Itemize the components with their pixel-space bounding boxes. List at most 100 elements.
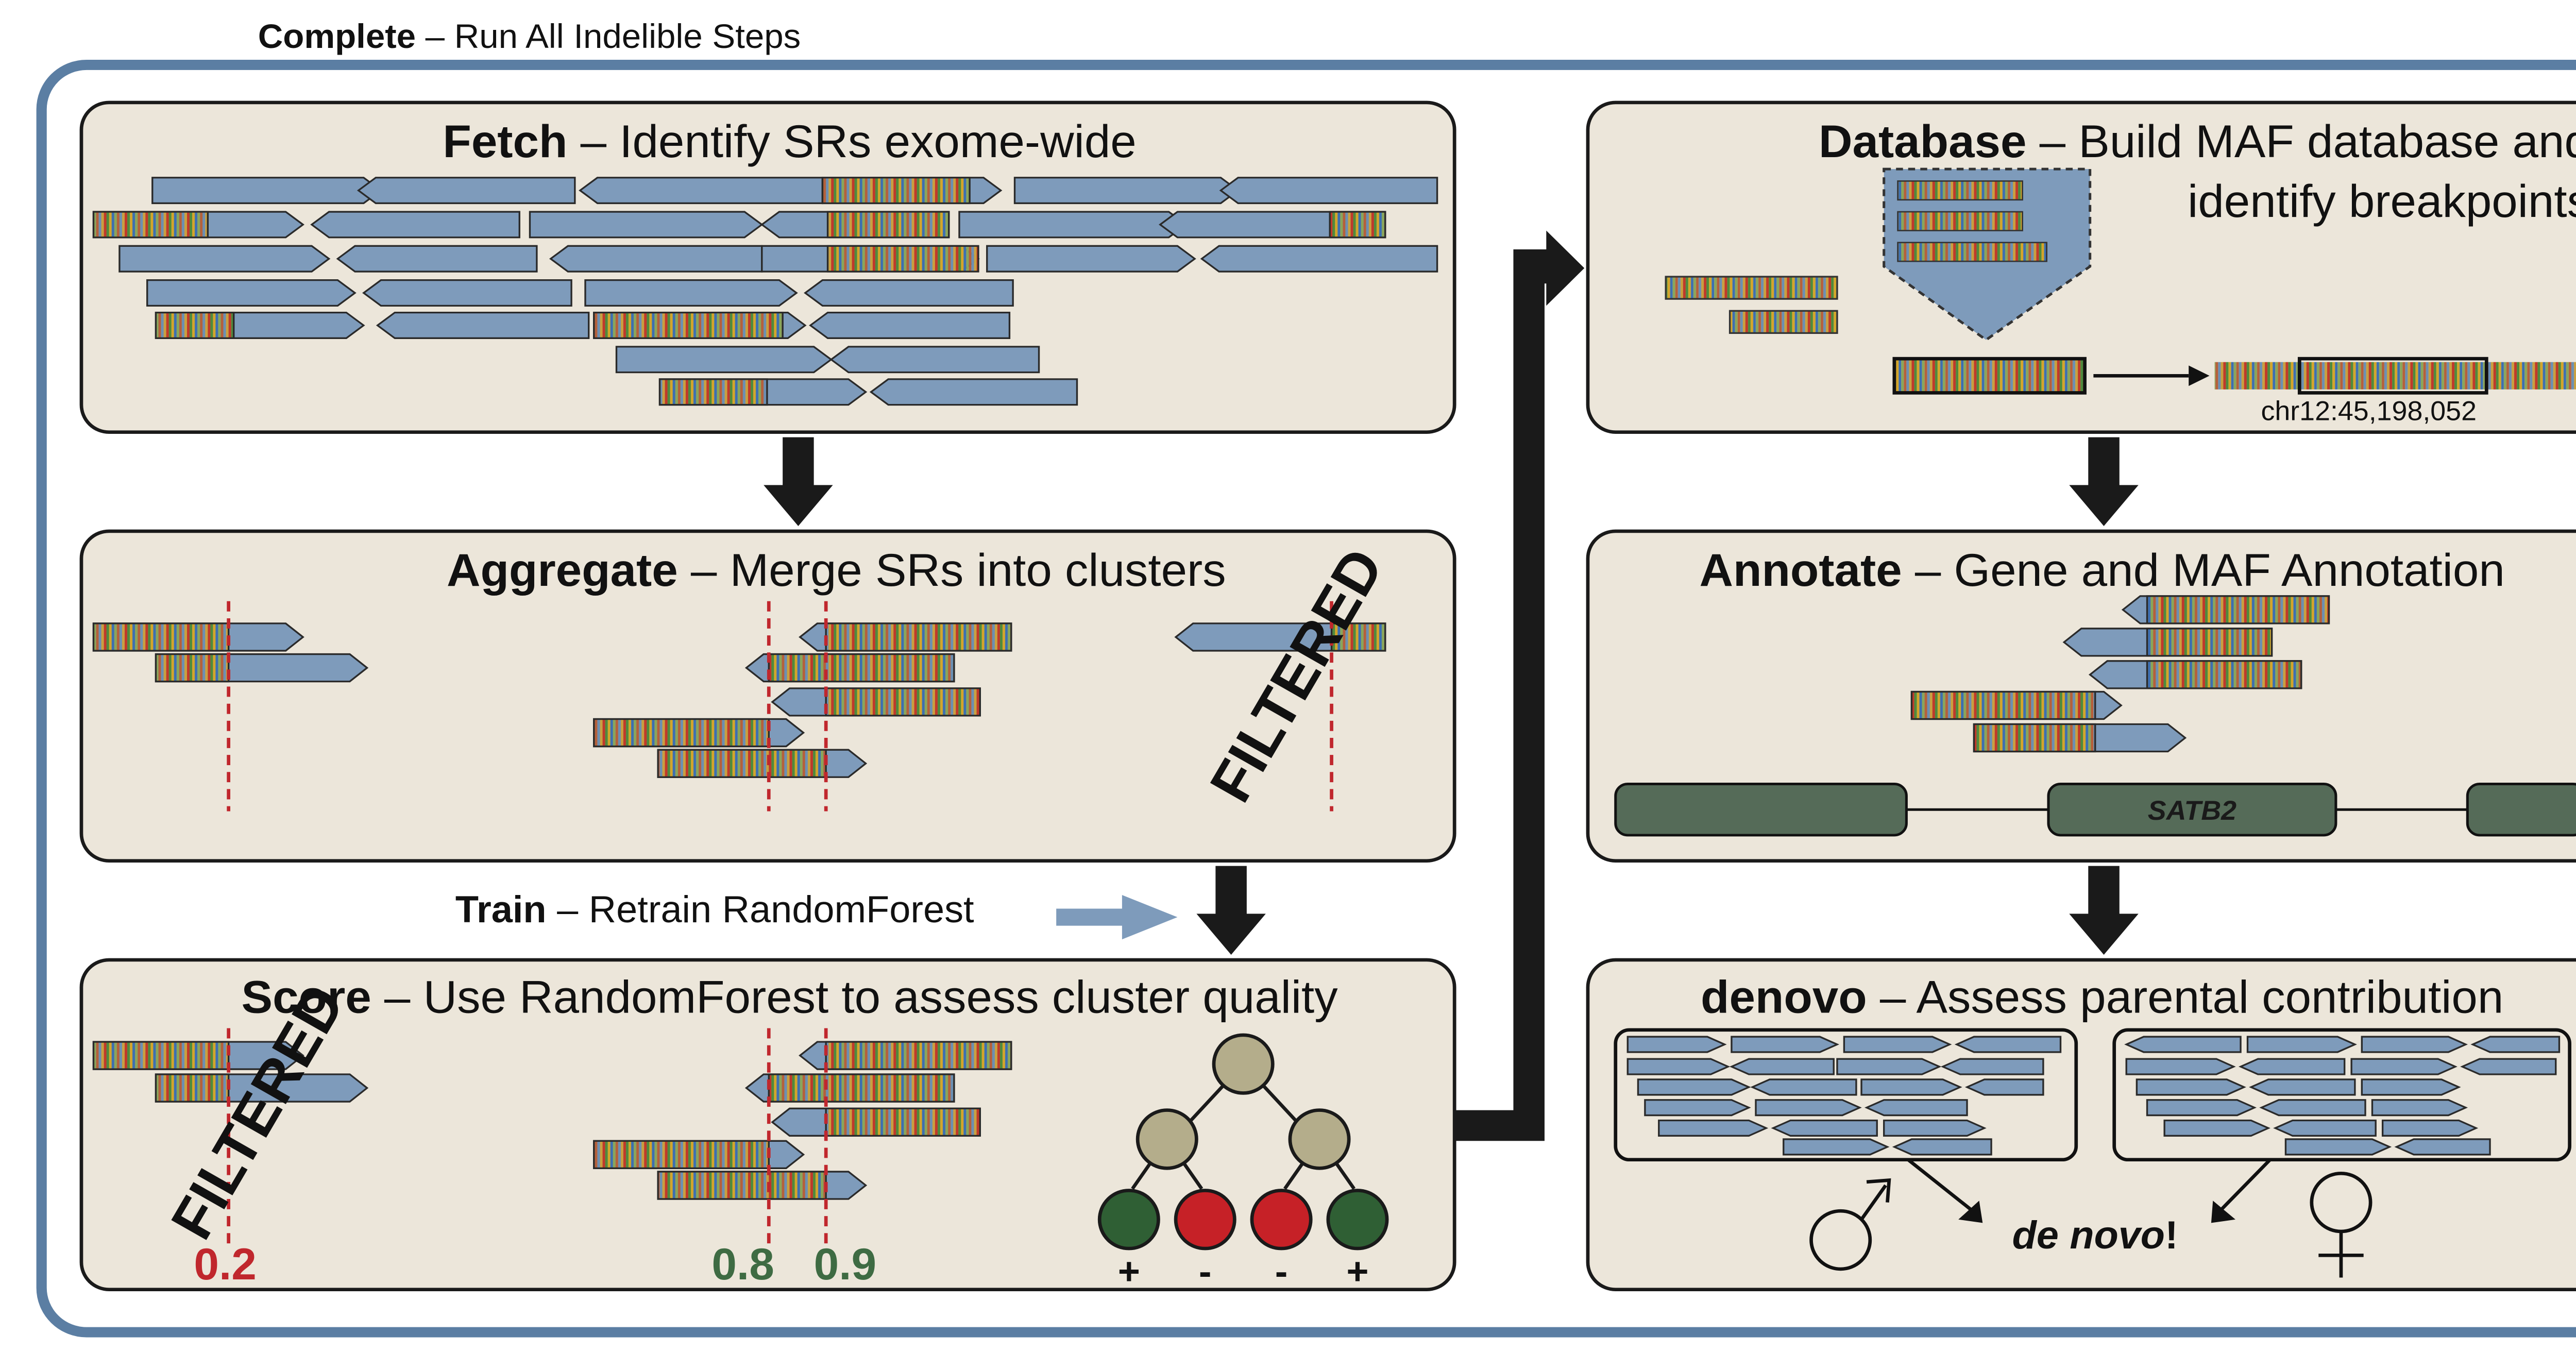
- split-segment: [155, 653, 230, 683]
- maternal-reads-box: [2112, 1028, 2571, 1162]
- header-title: Complete – Run All Indelible Steps: [258, 18, 801, 55]
- consensus-read: [1892, 357, 2087, 395]
- database-title: Database – Build MAF database and: [1819, 116, 2576, 167]
- read-glyph: [2460, 1058, 2557, 1075]
- read-glyph: [146, 279, 357, 307]
- read-glyph: [2371, 1099, 2468, 1117]
- split-segment: [2146, 628, 2273, 657]
- split-segment: [1973, 723, 2096, 753]
- split-segment: [155, 311, 235, 339]
- split-segment: [825, 687, 981, 717]
- read-glyph: [1940, 1058, 2044, 1075]
- read-glyph: [1729, 1058, 1835, 1075]
- database-read-1: [1665, 276, 1838, 300]
- read-glyph: [2470, 1036, 2561, 1053]
- split-segment: [825, 622, 1012, 652]
- read-glyph: [2238, 1058, 2346, 1075]
- read-glyph: [362, 279, 572, 307]
- male-symbol-icon: [1809, 1178, 1891, 1271]
- female-symbol-icon: [2310, 1171, 2372, 1278]
- gene-exon-3: [2466, 783, 2576, 837]
- paternal-reads-box: [1614, 1028, 2078, 1162]
- split-segment: [825, 1041, 1012, 1070]
- funnel-read-3: [1897, 242, 2047, 262]
- funnel-read-2: [1897, 211, 2023, 231]
- split-segment: [2146, 660, 2302, 689]
- arrow-icon: [2069, 866, 2139, 955]
- split-segment: [593, 311, 784, 339]
- gene-exon-1: [1614, 783, 1908, 837]
- split-segment: [2146, 595, 2330, 624]
- read-glyph: [2273, 1119, 2377, 1137]
- arrow-icon: [2211, 1201, 2235, 1223]
- annotate-reads-group: [1910, 595, 2330, 753]
- split-segment: [657, 749, 827, 778]
- read-glyph: [2163, 1119, 2270, 1137]
- read-glyph: [2259, 1099, 2366, 1117]
- split-segment: [1330, 622, 1386, 652]
- de-novo-label: de novo!: [2012, 1214, 2178, 1257]
- read-glyph: [1964, 1078, 2044, 1096]
- split-segment: [92, 211, 209, 239]
- read-glyph: [1836, 1058, 1942, 1075]
- tree-sign-1: +: [1118, 1251, 1140, 1292]
- read-glyph: [376, 311, 590, 339]
- read-glyph: [2361, 1078, 2461, 1096]
- read-glyph: [1771, 1119, 1878, 1137]
- split-segment: [593, 1140, 770, 1169]
- read-glyph: [1637, 1078, 1751, 1096]
- read-glyph: [2146, 1099, 2257, 1117]
- read-glyph: [584, 279, 798, 307]
- read-glyph: [1644, 1099, 1751, 1117]
- read-glyph: [1864, 1099, 1968, 1117]
- tree-sign-3: -: [1275, 1251, 1288, 1292]
- breakpoint-coordinate: chr12:45,198,052: [2261, 396, 2477, 427]
- read-glyph: [118, 245, 331, 273]
- read-glyph: [1860, 1078, 1962, 1096]
- database-title-line2: identify breakpoints: [2188, 176, 2576, 227]
- read-glyph: [1892, 1138, 1992, 1156]
- paternal-arrow-line: [1907, 1158, 1972, 1211]
- read-glyph: [1954, 1036, 2062, 1053]
- read-glyph: [986, 245, 1196, 273]
- split-segment: [92, 1041, 230, 1070]
- read-glyph: [1626, 1036, 1727, 1053]
- fetch-title: Fetch – Identify SRs exome-wide: [443, 116, 1136, 167]
- split-segment: [593, 718, 770, 748]
- read-glyph: [151, 177, 383, 205]
- gene-name: SATB2: [2148, 796, 2237, 826]
- read-glyph: [2394, 1138, 2491, 1156]
- arrow-icon: [764, 437, 833, 526]
- score-reads-group: [92, 1041, 1012, 1200]
- reference-match-box: [2297, 357, 2488, 395]
- read-glyph: [579, 177, 824, 205]
- read-glyph: [809, 311, 1011, 339]
- split-segment: [768, 1073, 955, 1103]
- split-segment: [1329, 211, 1386, 239]
- split-segment: [1910, 690, 2096, 720]
- split-segment: [826, 245, 979, 273]
- gene-exon-2: [2047, 783, 2337, 837]
- reference-sequence: [2214, 362, 2576, 390]
- read-glyph: [336, 245, 538, 273]
- aggregate-reads-group: [92, 622, 1386, 778]
- read-glyph: [2246, 1036, 2357, 1053]
- read-glyph: [2249, 1078, 2356, 1096]
- read-glyph: [829, 346, 1040, 374]
- read-glyph: [549, 245, 763, 273]
- score-value-high: 0.9: [814, 1239, 876, 1289]
- read-glyph: [2361, 1036, 2468, 1053]
- read-glyph: [869, 378, 1078, 406]
- decision-tree-icon: [1097, 1033, 1389, 1251]
- arrow-icon: [1196, 866, 1266, 955]
- tree-sign-2: -: [1199, 1251, 1212, 1292]
- read-glyph: [529, 211, 764, 239]
- read-glyph: [1219, 177, 1438, 205]
- aggregate-title: Aggregate – Merge SRs into clusters: [447, 545, 1226, 596]
- read-glyph: [1626, 1058, 1731, 1075]
- fetch-reads-group: [92, 177, 1438, 406]
- split-segment: [155, 1073, 230, 1103]
- flow-arrows: [764, 230, 2139, 1141]
- read-glyph: [2136, 1078, 2246, 1096]
- split-segment: [821, 177, 971, 205]
